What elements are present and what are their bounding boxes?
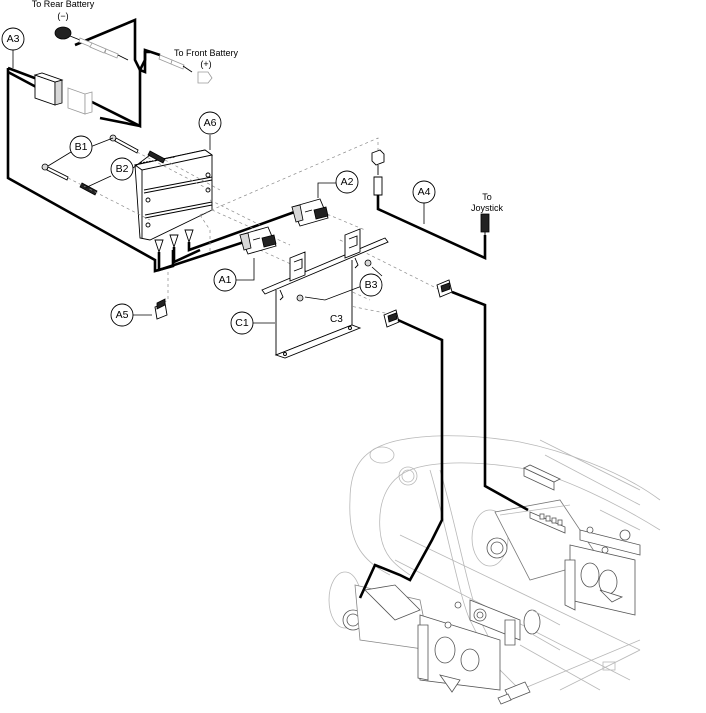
joystick-cable	[371, 149, 490, 261]
battery-connector-pair	[33, 72, 93, 115]
callout-leaders	[12, 50, 425, 324]
controller-module	[133, 149, 214, 254]
right-motor	[471, 499, 641, 616]
joystick-note: To Joystick	[471, 192, 504, 213]
joystick-label-line1: To	[482, 192, 492, 202]
callout-c1: C1	[230, 311, 254, 335]
callout-a2: A2	[335, 170, 359, 194]
rear-battery-note: To Rear Battery (−)	[32, 0, 95, 21]
callout-a1: A1	[213, 268, 237, 292]
front-battery-label: To Front Battery	[174, 48, 239, 58]
left-motor	[328, 571, 561, 705]
svg-text:A1: A1	[219, 274, 232, 286]
svg-text:A5: A5	[116, 309, 129, 321]
connector-a5	[154, 298, 168, 320]
svg-text:C1: C1	[235, 317, 249, 329]
connector-a2	[291, 198, 329, 227]
joystick-label-line2: Joystick	[471, 203, 504, 213]
svg-text:A3: A3	[7, 33, 20, 45]
svg-text:A4: A4	[418, 186, 431, 198]
rear-battery-label: To Rear Battery	[32, 0, 95, 9]
front-battery-note: To Front Battery (+)	[174, 48, 239, 69]
motor-connector-right	[436, 279, 529, 512]
callout-b1: B1	[69, 135, 93, 159]
callout-a4: A4	[412, 180, 436, 204]
front-battery-terminal	[149, 51, 213, 84]
connector-a1	[239, 226, 277, 255]
rear-battery-polarity: (−)	[57, 11, 68, 21]
motor-connector-left	[358, 309, 444, 599]
mounting-bracket-c1	[261, 228, 389, 359]
callout-b2: B2	[110, 157, 134, 181]
rear-battery-terminal	[54, 26, 129, 61]
callout-a6: A6	[198, 111, 222, 135]
svg-text:B2: B2	[116, 163, 129, 175]
svg-text:B3: B3	[365, 279, 378, 291]
callout-a3: A3	[1, 27, 25, 51]
front-battery-polarity: (+)	[200, 59, 211, 69]
svg-text:A2: A2	[341, 176, 354, 188]
svg-text:B1: B1	[75, 141, 88, 153]
callout-a5: A5	[110, 303, 134, 327]
screws-b1	[41, 134, 139, 181]
callout-b3: B3	[359, 273, 383, 297]
label-c3: C3	[330, 314, 343, 325]
svg-text:A6: A6	[204, 117, 217, 129]
nuts-b3	[296, 259, 372, 302]
